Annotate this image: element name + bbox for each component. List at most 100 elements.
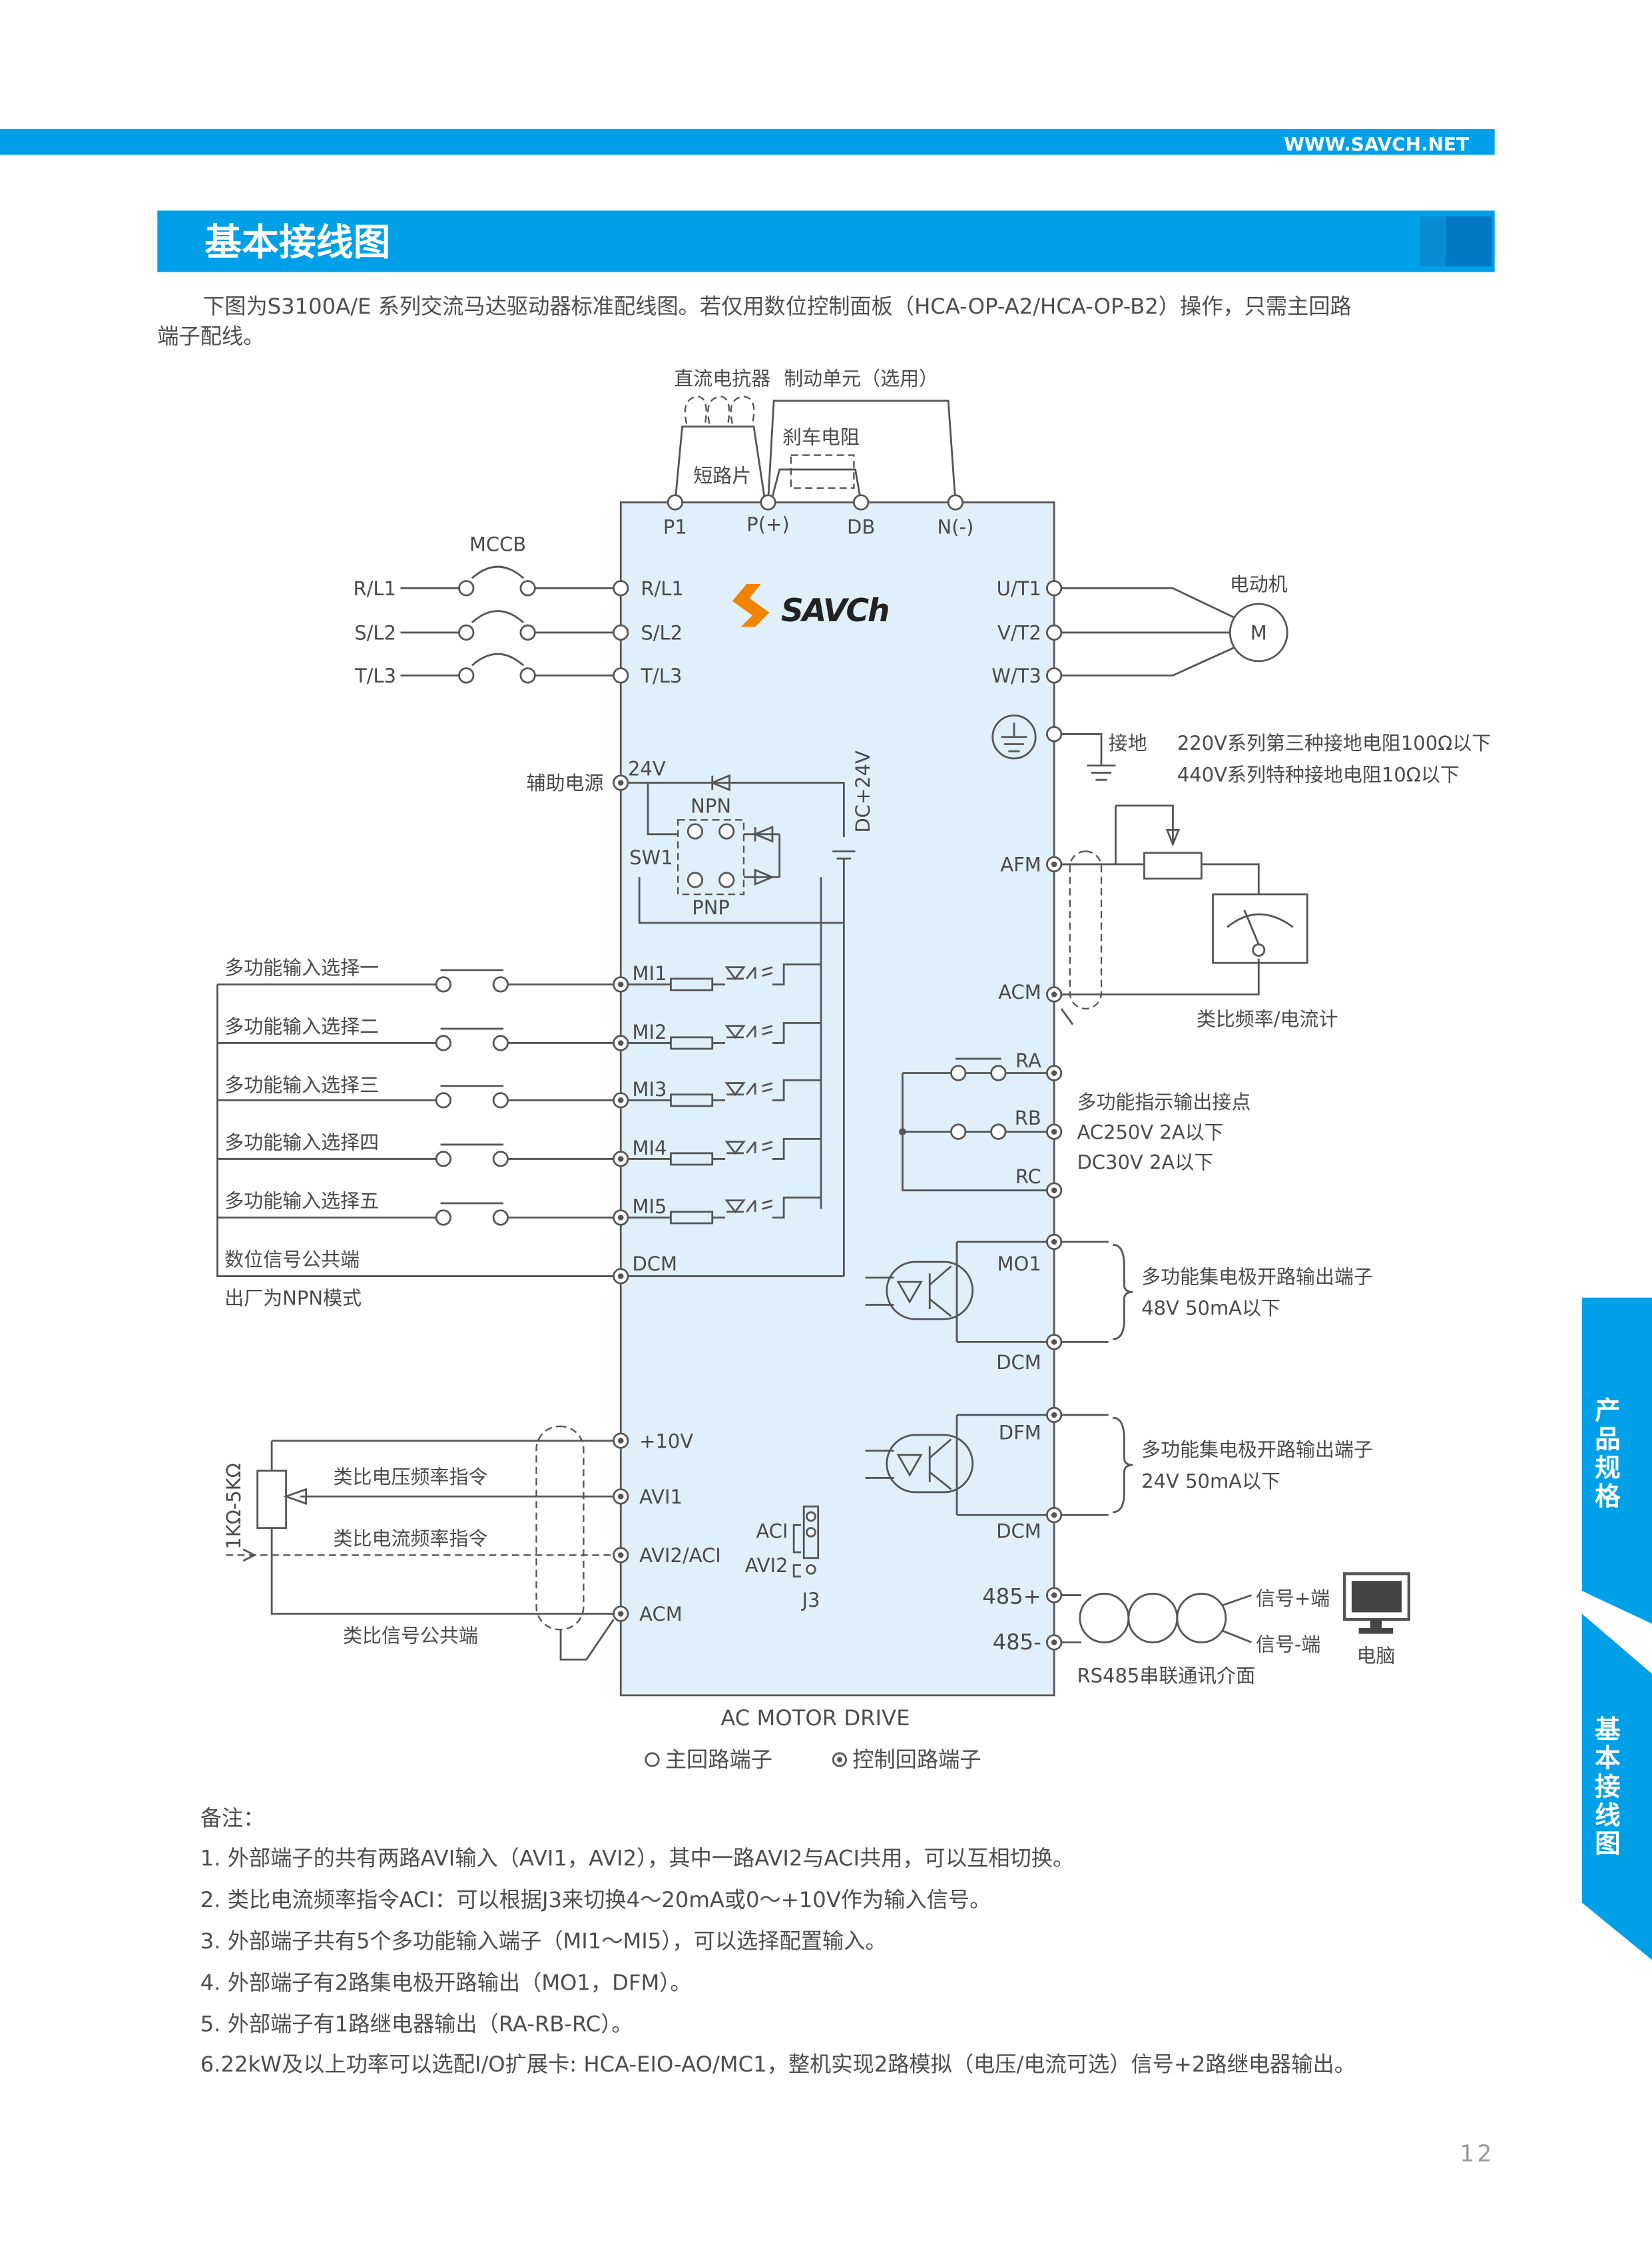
terminal-mo1: MO1	[997, 1253, 1041, 1275]
side-tab-product-specs[interactable]: 产 品 规 格	[1581, 1297, 1652, 1624]
terminal-dfm: DFM	[999, 1421, 1041, 1444]
j3-avi2-label: AVI2	[745, 1554, 788, 1577]
mi4-label: 多功能输入选择四	[224, 1131, 379, 1153]
terminal-485-minus: 485-	[993, 1629, 1041, 1655]
motor-wiring	[1045, 580, 1288, 684]
signal-minus-label: 信号-端	[1256, 1633, 1320, 1655]
note-6: 6.22kW及以上功率可以选配I/O扩展卡: HCA-EIO-AO/MC1，整机…	[200, 2052, 1356, 2077]
open-collector-wiring	[865, 1233, 1133, 1524]
svg-text:接: 接	[1595, 1772, 1621, 1802]
terminal-acm-in: ACM	[639, 1603, 683, 1625]
dcm-common-label: 数位信号公共端	[224, 1249, 360, 1271]
mi-wiring	[216, 963, 844, 1284]
mi1-label: 多功能输入选择一	[224, 956, 379, 979]
potentiometer-icon	[256, 1470, 288, 1530]
brake-resistor-wire	[770, 468, 862, 503]
terminal-10v: +10V	[639, 1430, 693, 1452]
main-terminal-icon	[645, 1752, 660, 1767]
relay-title: 多功能指示输出接点	[1077, 1091, 1250, 1113]
mo1-spec: 48V 50mA以下	[1141, 1297, 1280, 1320]
top-bar	[0, 129, 1495, 155]
terminal-avi2-aci: AVI2/ACI	[639, 1544, 721, 1567]
dc-reactor	[674, 396, 766, 503]
terminal-mi3: MI3	[632, 1078, 667, 1101]
mi3-label: 多功能输入选择三	[224, 1073, 379, 1096]
terminal-mo1-dcm: DCM	[996, 1351, 1041, 1374]
computer-label: 电脑	[1356, 1645, 1395, 1667]
svg-text:产: 产	[1595, 1396, 1621, 1426]
note-4: 4. 外部端子有2路集电极开路输出（MO1，DFM）。	[200, 1970, 692, 1995]
terminal-mi1: MI1	[632, 962, 667, 985]
svg-text:基: 基	[1595, 1715, 1621, 1745]
svg-text:SAVCh: SAVCh	[781, 593, 889, 629]
savch-logo: SAVCh	[732, 583, 890, 629]
meter-icon	[1212, 893, 1308, 964]
signal-plus-label: 信号+端	[1256, 1587, 1330, 1610]
drive-label: AC MOTOR DRIVE	[720, 1705, 910, 1731]
page-title: 基本接线图	[204, 221, 390, 264]
rs485-interface-label: RS485串联通讯介面	[1077, 1665, 1255, 1687]
brake-unit-label: 制动单元（选用）	[784, 367, 938, 390]
intro-line-2: 端子配线。	[157, 324, 264, 349]
ground-note-2: 440V系列特种接地电阻10Ω以下	[1177, 763, 1460, 786]
ground-icon	[991, 714, 1116, 781]
page-number: 12	[1460, 2141, 1494, 2167]
meter-wiring	[1045, 804, 1308, 1025]
drive-box	[619, 501, 1055, 1697]
terminal-acm-out: ACM	[998, 981, 1041, 1003]
current-cmd-label: 类比电流频率指令	[334, 1527, 488, 1549]
intro-line-1: 下图为S3100A/E 系列交流马达驱动器标准配线图。若仅用数位控制面板（HCA…	[203, 294, 1352, 319]
mi-input-row	[217, 1137, 821, 1167]
svg-text:规: 规	[1595, 1453, 1621, 1483]
npn-default-note: 出厂为NPN模式	[224, 1287, 362, 1310]
terminal-485-plus: 485+	[982, 1583, 1041, 1609]
terminal-s: S/L2	[641, 622, 683, 645]
dc24v-label: DC+24V	[852, 750, 874, 833]
mccb-label: MCCB	[469, 533, 526, 556]
meter-label: 类比频率/电流计	[1197, 1008, 1338, 1031]
analog-common-label: 类比信号公共端	[343, 1624, 478, 1647]
note-3: 3. 外部端子共有5个多功能输入端子（MI1～MI5），可以选择配置输入。	[200, 1928, 887, 1954]
mains-input-t: T/L3	[354, 665, 396, 687]
terminal-v: V/T2	[997, 622, 1041, 645]
computer-icon	[1343, 1572, 1410, 1634]
ground-note-1: 220V系列第三种接地电阻100Ω以下	[1177, 732, 1491, 754]
mi-input-row	[217, 1021, 821, 1051]
terminal-t: T/L3	[640, 665, 682, 687]
mains-input-r: R/L1	[354, 577, 397, 600]
j3-aci-label: ACI	[756, 1520, 788, 1543]
mi-input-row	[217, 1079, 821, 1109]
title-deco	[1446, 216, 1492, 267]
dc-reactor-label: 直流电抗器	[674, 367, 770, 390]
note-2: 2. 类比电流频率指令ACI：可以根据J3来切换4～20mA或0～+10V作为输…	[200, 1887, 991, 1912]
voltage-cmd-label: 类比电压频率指令	[334, 1466, 488, 1488]
analog-input-wiring	[226, 1425, 820, 1661]
website-link[interactable]: WWW.SAVCH.NET	[1284, 133, 1469, 155]
title-bar	[157, 210, 1495, 272]
short-bar-label: 短路片	[693, 464, 751, 487]
mi2-label: 多功能输入选择二	[224, 1015, 379, 1037]
pnp-label: PNP	[692, 896, 730, 919]
aux-power-label: 辅助电源	[527, 772, 604, 794]
terminal-dcm: DCM	[632, 1253, 677, 1275]
motor-symbol: M	[1250, 622, 1267, 645]
motor-icon	[1229, 603, 1288, 663]
notes-title: 备注：	[200, 1805, 265, 1830]
legend-control: 控制回路端子	[852, 1747, 981, 1772]
motor-label: 电动机	[1230, 573, 1288, 596]
sw1-label: SW1	[629, 846, 673, 869]
rs485-wiring	[1045, 1572, 1410, 1651]
terminal-afm: AFM	[1000, 854, 1041, 876]
brake-resistor	[790, 454, 855, 489]
j3-jumper-icon	[802, 1506, 820, 1559]
side-tab-wiring[interactable]: 基 本 接 线 图	[1581, 1613, 1652, 1960]
terminal-rb: RB	[1015, 1107, 1041, 1129]
terminal-avi1: AVI1	[639, 1486, 683, 1508]
npn-label: NPN	[690, 795, 731, 818]
mi-input-row	[217, 1197, 821, 1226]
mo1-title: 多功能集电极开路输出端子	[1141, 1265, 1373, 1288]
terminal-24v: 24V	[628, 758, 666, 780]
svg-text:格: 格	[1595, 1482, 1621, 1512]
top-terminals	[667, 494, 964, 511]
